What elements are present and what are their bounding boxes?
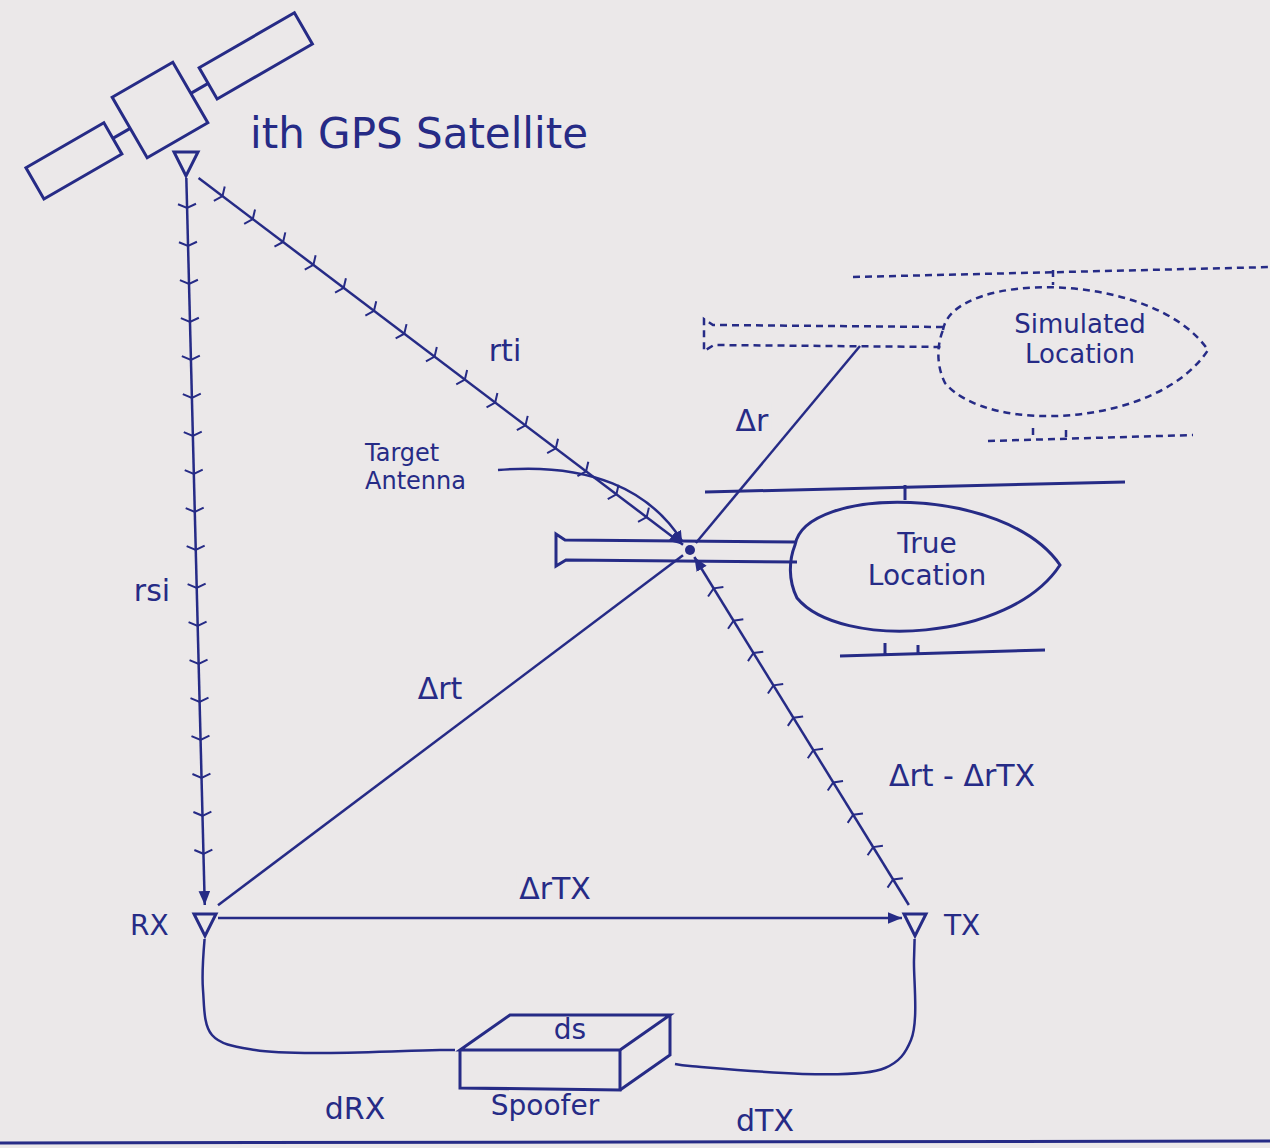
signal-path (199, 178, 683, 545)
edge-label: rti (486, 334, 524, 367)
diagram-node: dsSpoofer (455, 1010, 675, 1095)
true-helicopter (556, 482, 1125, 656)
node-label: ith GPS Satellite (250, 110, 588, 158)
solar-panel (199, 13, 312, 99)
edge-label: dTX (733, 1104, 797, 1137)
box-front (460, 1050, 620, 1090)
node-label: ds (525, 1014, 615, 1046)
signal-path (696, 346, 860, 543)
signal-path (186, 178, 204, 905)
cable-line (675, 939, 915, 1074)
node-sublabel: Spoofer (470, 1090, 620, 1122)
node-label: TX (944, 910, 980, 942)
diagram-node: Target Antenna (683, 543, 697, 557)
diagram-node: Simulated Location (860, 288, 1215, 440)
tick-mark (178, 204, 212, 854)
simulated-helicopter (704, 267, 1270, 441)
edge-label: ΔrTX (516, 872, 594, 905)
napkin-edge (0, 1141, 1270, 1143)
signal-path (218, 917, 902, 920)
panel-arm (113, 83, 208, 138)
cable-line (203, 939, 455, 1053)
node-label: RX (130, 910, 169, 942)
diagram-node: RX (192, 905, 218, 939)
solar-panel (26, 123, 122, 199)
edge-label: dRX (322, 1092, 388, 1125)
satellite-drawing (17, 0, 320, 213)
box-side (620, 1015, 670, 1090)
box-top (460, 1015, 670, 1050)
edge-label: Δr (733, 404, 772, 437)
node-label: True Location (852, 528, 1002, 592)
satellite-antenna (174, 152, 198, 176)
node-label: Target Antenna (365, 440, 495, 495)
diagram-node: ith GPS Satellite (172, 148, 200, 178)
edge-label: rsi (131, 574, 173, 607)
tx-antenna (904, 914, 926, 936)
rx-antenna (194, 914, 216, 936)
spoofer-outline (460, 1015, 670, 1090)
satellite-body (112, 62, 208, 158)
edge-label: Δrt (415, 672, 466, 705)
signal-path (694, 557, 909, 905)
tick-mark (708, 587, 903, 888)
diagram-node: TX (902, 905, 928, 939)
edge-label: Δrt - ΔrTX (886, 759, 1038, 792)
signal-path (218, 555, 683, 905)
leader-line (498, 469, 682, 541)
tick-mark (214, 187, 649, 522)
diagram-node: True Location Target Antenna (555, 478, 1135, 668)
node-label: Simulated Location (985, 310, 1175, 370)
antenna-point (685, 545, 695, 555)
